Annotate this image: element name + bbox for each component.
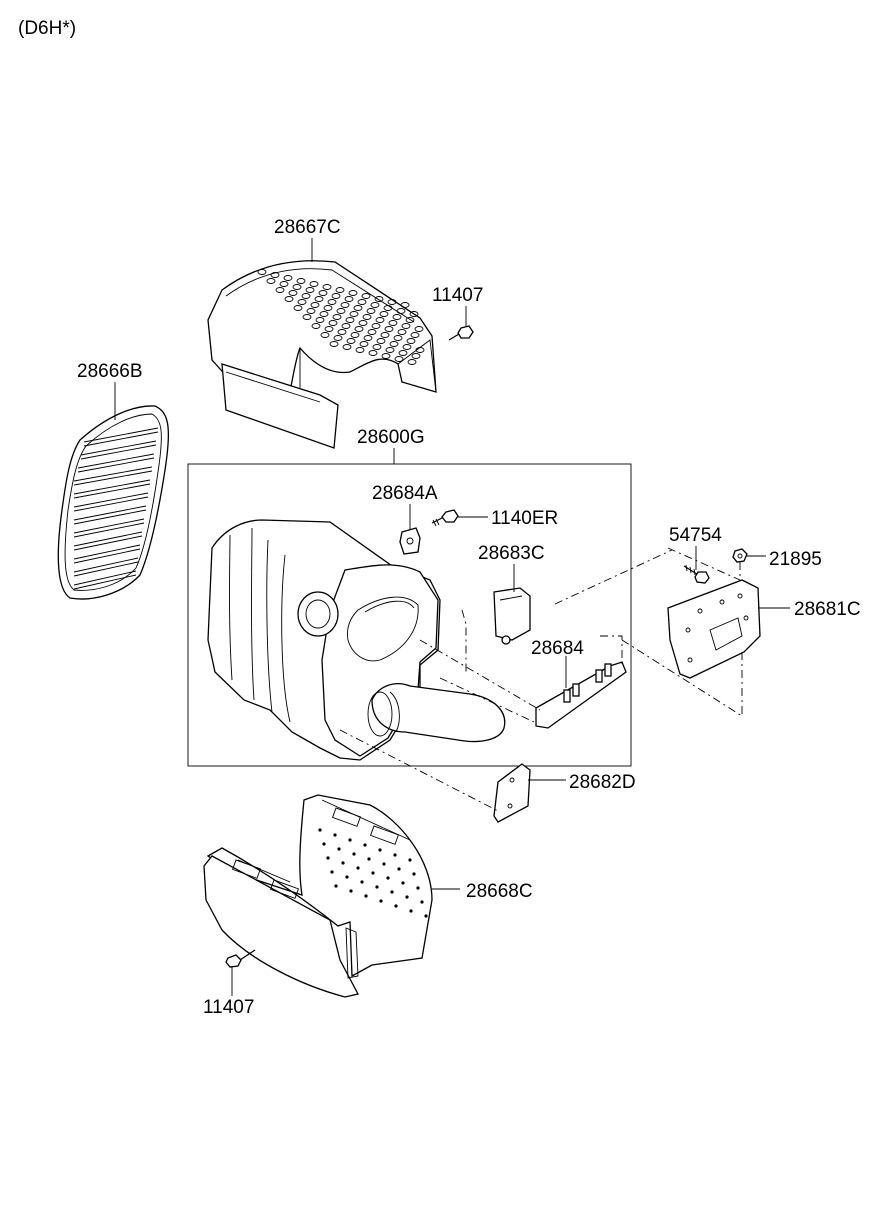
bolt-1140ER <box>431 509 459 527</box>
label-28600G: 28600G <box>357 427 425 448</box>
label-54754: 54754 <box>669 525 722 546</box>
label-21895: 21895 <box>769 549 822 570</box>
label-28684: 28684 <box>531 638 584 659</box>
bolt-11407-bottom <box>225 949 256 968</box>
nut-21895 <box>732 548 748 563</box>
label-28667C: 28667C <box>274 217 341 238</box>
part-labels: 28667C 11407 28666B 28600G 28684A 1140ER… <box>77 217 861 1018</box>
upper-heat-shield <box>207 260 437 449</box>
perforation-pattern <box>257 269 425 365</box>
bolt-54754 <box>683 564 710 584</box>
bracket-28682D <box>493 763 531 823</box>
label-28684A: 28684A <box>372 483 438 504</box>
label-1140ER: 1140ER <box>491 508 558 529</box>
lower-heat-shield <box>203 794 433 998</box>
bracket-28681C <box>667 579 761 679</box>
label-28666B: 28666B <box>77 361 143 382</box>
label-11407-top: 11407 <box>432 285 483 306</box>
muffler-assembly <box>207 519 506 761</box>
model-code: (D6H*) <box>18 18 77 39</box>
label-28668C: 28668C <box>466 881 533 902</box>
leader-lines <box>114 238 790 996</box>
grille-panel <box>57 405 170 600</box>
label-28683C: 28683C <box>478 543 545 564</box>
label-11407-bottom: 11407 <box>203 997 254 1018</box>
bracket-28683C <box>493 587 531 645</box>
assembly-dash-lines <box>339 547 743 813</box>
label-28681C: 28681C <box>794 599 861 620</box>
label-28682D: 28682D <box>569 772 636 793</box>
bracket-28684A <box>399 527 421 555</box>
rail-28684 <box>535 661 627 729</box>
bolt-11407-top <box>448 325 474 341</box>
